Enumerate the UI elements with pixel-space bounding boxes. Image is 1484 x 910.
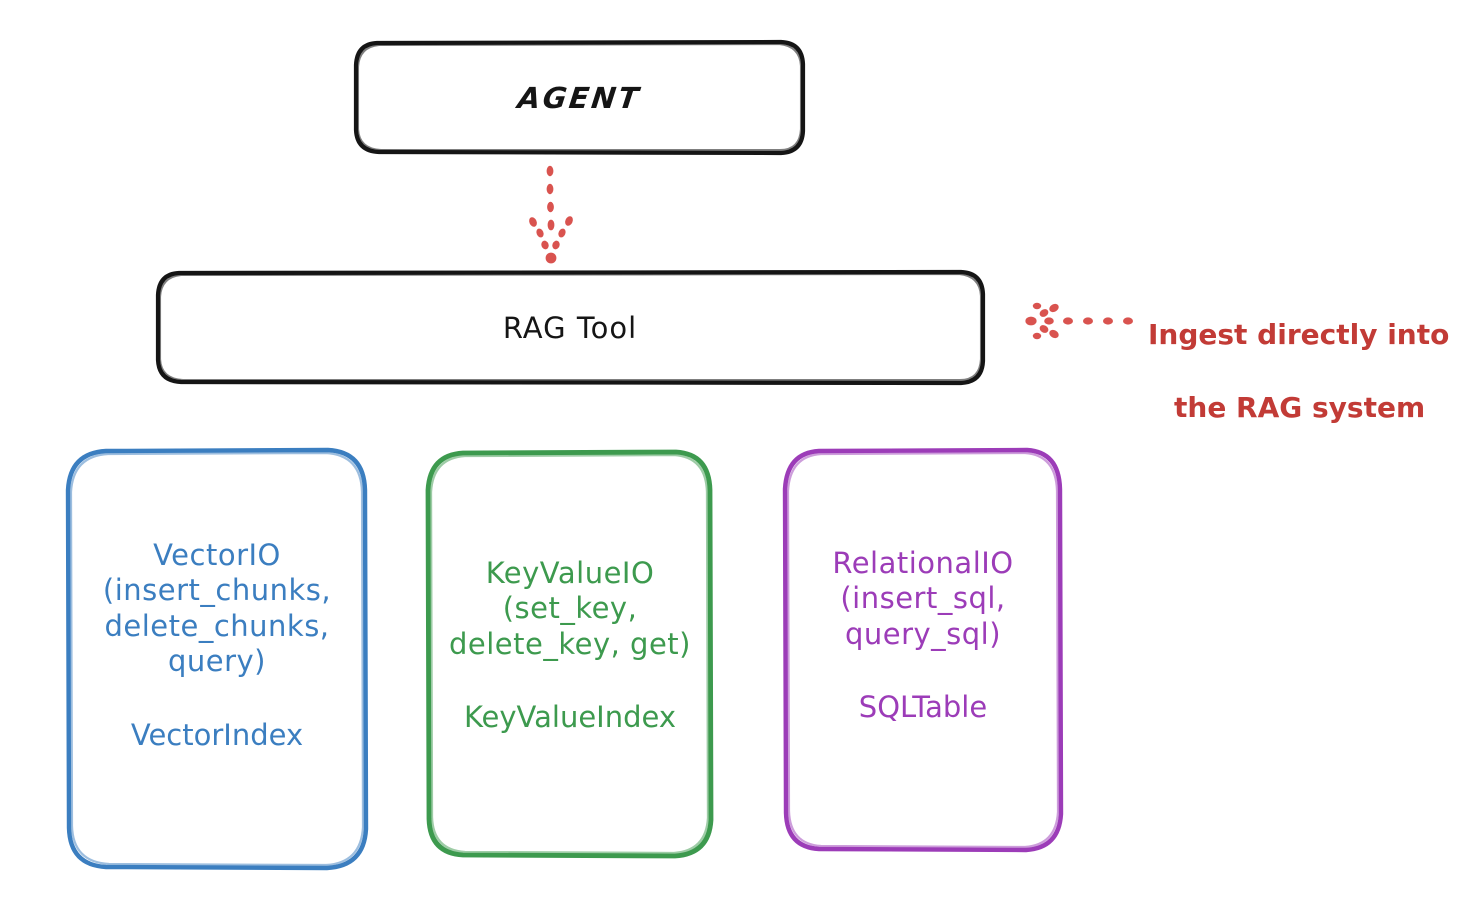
key-value-io-box-outline bbox=[425, 449, 714, 859]
vector-io-node[interactable]: VectorIO (insert_chunks, delete_chunks, … bbox=[68, 450, 366, 870]
rag-tool-node[interactable]: RAG Tool bbox=[157, 272, 983, 384]
agent-node[interactable]: AGENT bbox=[355, 42, 803, 154]
relational-io-label: RelationalIO (insert_sql, query_sql) bbox=[832, 546, 1014, 651]
ingest-annotation-line-1: Ingest directly into bbox=[1148, 318, 1450, 352]
vector-io-label: VectorIO (insert_chunks, delete_chunks, … bbox=[102, 538, 332, 679]
relational-io-box-outline bbox=[782, 447, 1064, 853]
vector-io-box-outline bbox=[65, 447, 369, 871]
ingest-annotation-line-2: the RAG system bbox=[1174, 391, 1426, 425]
sql-table-label: SQLTable bbox=[858, 690, 988, 725]
rag-tool-label: RAG Tool bbox=[502, 310, 638, 345]
ingest-arrow bbox=[1025, 302, 1133, 340]
vector-index-label: VectorIndex bbox=[130, 717, 304, 752]
agent-to-rag-tool-arrow bbox=[529, 165, 573, 264]
relational-io-node[interactable]: RelationalIO (insert_sql, query_sql) SQL… bbox=[785, 450, 1061, 852]
rag-tool-box-outline bbox=[155, 269, 986, 386]
ingest-annotation: Ingest directly into the RAG system bbox=[1148, 281, 1478, 463]
key-value-io-label: KeyValueIO (set_key, delete_key, get) bbox=[449, 556, 691, 661]
agent-box-outline bbox=[353, 39, 806, 156]
key-value-io-node[interactable]: KeyValueIO (set_key, delete_key, get) Ke… bbox=[428, 452, 712, 858]
key-value-index-label: KeyValueIndex bbox=[463, 700, 677, 735]
agent-label: AGENT bbox=[515, 80, 643, 115]
